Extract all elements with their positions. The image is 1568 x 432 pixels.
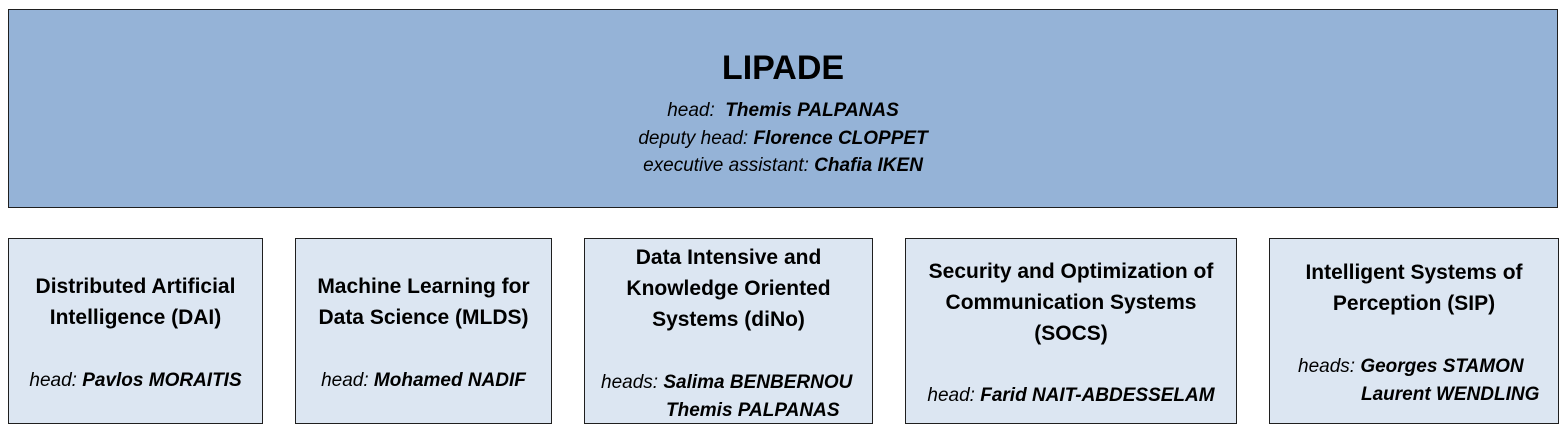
- team-head-label: heads:: [601, 372, 659, 393]
- lab-box: LIPADE head: Themis PALPANAS deputy head…: [8, 9, 1558, 208]
- lab-head-line: head: Themis PALPANAS: [9, 97, 1557, 125]
- lab-deputy-line: deputy head: Florence CLOPPET: [9, 125, 1557, 153]
- team-title: Machine Learning for Data Science (MLDS): [317, 275, 530, 329]
- team-head-label: head:: [29, 370, 77, 391]
- team-head-name: Georges STAMON: [1360, 356, 1524, 377]
- team-box-socs: Security and Optimization of Communicati…: [905, 238, 1237, 424]
- team-head-name: Salima BENBERNOU: [663, 372, 853, 393]
- team-head-name: Themis PALPANAS: [666, 399, 840, 421]
- lab-name: LIPADE: [721, 49, 845, 87]
- team-title: Distributed Artificial Intelligence (DAI…: [35, 275, 236, 329]
- lab-assistant-name: Chafia IKEN: [814, 155, 923, 176]
- team-box-sip: Intelligent Systems of Perception (SIP) …: [1269, 238, 1559, 424]
- lab-deputy-name: Florence CLOPPET: [753, 127, 928, 149]
- lab-staff: head: Themis PALPANAS deputy head: Flore…: [9, 97, 1557, 180]
- team-title: Data Intensive and Knowledge Oriented Sy…: [626, 246, 831, 331]
- team-head: head: Farid NAIT-ABDESSELAM: [906, 382, 1236, 410]
- team-head-name: Pavlos MORAITIS: [82, 370, 242, 391]
- team-head-label: head:: [321, 370, 369, 391]
- team-box-dino: Data Intensive and Knowledge Oriented Sy…: [584, 238, 873, 424]
- team-title: Security and Optimization of Communicati…: [928, 260, 1214, 345]
- team-head: head: Pavlos MORAITIS: [9, 367, 262, 395]
- lab-head-label: head:: [667, 100, 715, 121]
- team-box-dai: Distributed Artificial Intelligence (DAI…: [8, 238, 263, 424]
- lab-assistant-label: executive assistant:: [643, 155, 809, 176]
- team-head: heads: Georges STAMON Laurent WENDLING: [1298, 353, 1539, 408]
- team-head-label: head:: [927, 385, 975, 406]
- lab-assistant-line: executive assistant: Chafia IKEN: [9, 152, 1557, 180]
- team-head-name: Laurent WENDLING: [1361, 383, 1540, 405]
- team-box-mlds: Machine Learning for Data Science (MLDS)…: [295, 238, 552, 424]
- lab-head-name: Themis PALPANAS: [725, 100, 899, 121]
- team-head: head: Mohamed NADIF: [296, 367, 551, 395]
- team-title: Intelligent Systems of Perception (SIP): [1305, 261, 1523, 315]
- team-head: heads: Salima BENBERNOU Themis PALPANAS: [601, 369, 852, 424]
- team-head-name: Mohamed NADIF: [373, 370, 526, 391]
- lab-deputy-label: deputy head:: [638, 127, 749, 149]
- team-head-name: Farid NAIT-ABDESSELAM: [980, 385, 1215, 406]
- team-head-label: heads:: [1298, 356, 1356, 377]
